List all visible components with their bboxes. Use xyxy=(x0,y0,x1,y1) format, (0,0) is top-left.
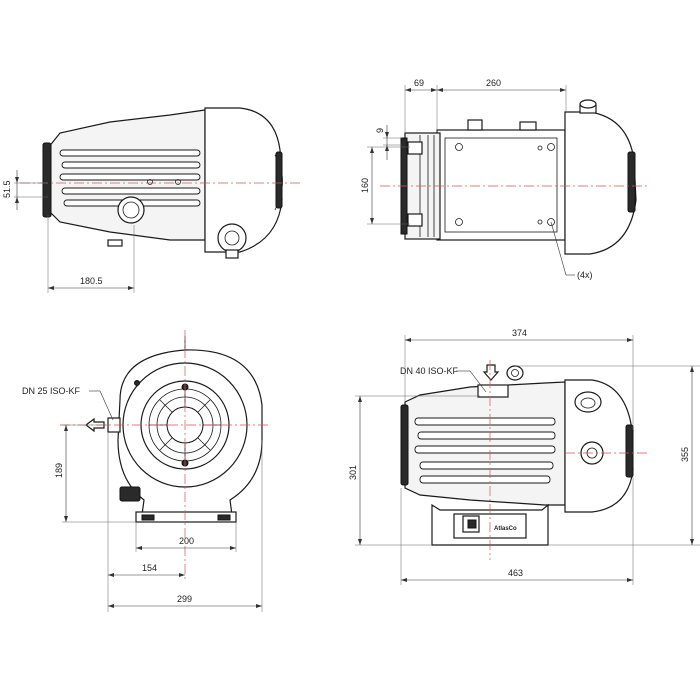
inlet-flange-callout: DN 40 ISO-KF xyxy=(400,366,459,376)
dim-200: 200 xyxy=(179,536,194,546)
dim-51-5: 51.5 xyxy=(2,180,12,198)
dim-154: 154 xyxy=(142,563,157,573)
dim-301: 301 xyxy=(348,465,358,480)
front-view-bottom-left: DN 25 ISO-KF 189 200 154 299 xyxy=(22,330,270,612)
dim-260: 260 xyxy=(486,78,501,88)
side-view-bottom-right: AtlasCo DN 40 ISO-KF 374 355 301 xyxy=(348,328,700,585)
dim-9: 9 xyxy=(375,128,385,133)
nameplate: AtlasCo xyxy=(494,526,517,532)
dim-463: 463 xyxy=(508,568,523,578)
dim-299: 299 xyxy=(177,594,192,604)
dim-355: 355 xyxy=(680,447,690,462)
dim-374: 374 xyxy=(512,328,527,338)
side-view-top-left: 51.5 180.5 xyxy=(2,107,300,293)
dim-189: 189 xyxy=(54,463,64,478)
dim-180-5: 180.5 xyxy=(80,276,103,286)
top-view-top-right: 69 260 9 160 (4x) xyxy=(360,78,650,280)
exhaust-flange-callout: DN 25 ISO-KF xyxy=(22,386,81,396)
dim-160: 160 xyxy=(360,178,370,193)
dim-69: 69 xyxy=(414,78,424,88)
holes-4x-callout: (4x) xyxy=(577,270,593,280)
